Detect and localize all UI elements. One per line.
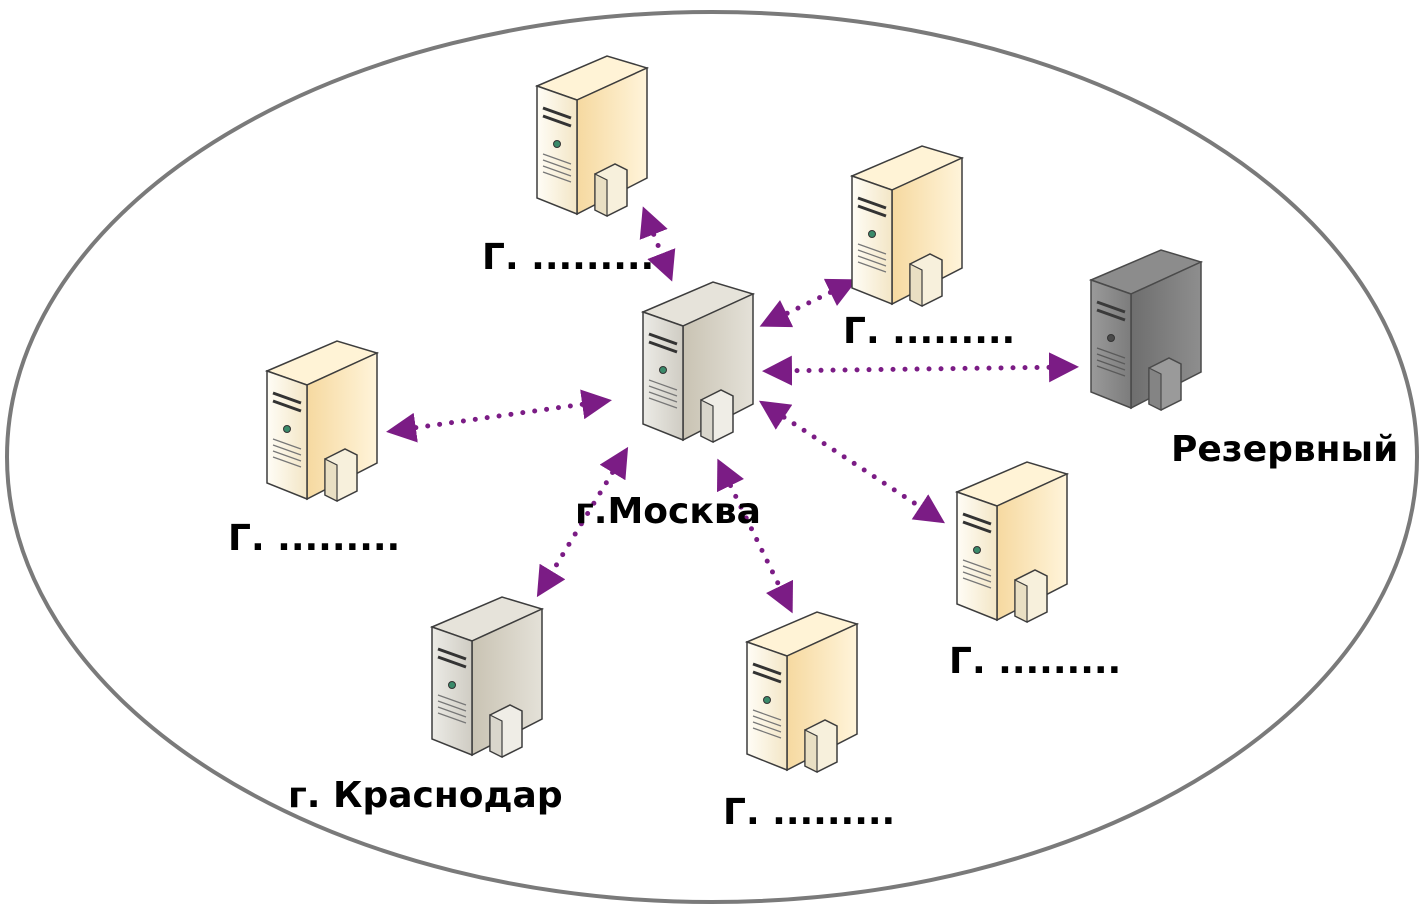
connector-left: [386, 389, 612, 443]
label-reserve: Резервный: [1171, 429, 1399, 470]
server-krasnodar-icon: [430, 595, 546, 759]
label-bottom-city: Г. .........: [723, 792, 896, 833]
connector-top: [639, 206, 676, 282]
server-bottom-icon: [745, 610, 861, 774]
label-moscow: г.Москва: [575, 491, 761, 532]
label-right-city: Г. .........: [949, 641, 1122, 682]
server-right-icon: [955, 460, 1071, 624]
label-krasnodar: г. Краснодар: [288, 775, 563, 816]
server-left-icon: [265, 339, 381, 503]
label-left-city: Г. .........: [228, 518, 401, 559]
connector-right: [758, 400, 946, 524]
connector-upper-right: [759, 278, 858, 328]
server-moscow-icon: [641, 280, 757, 444]
connector-lines: [386, 206, 1079, 614]
connector-krasnodar: [536, 446, 629, 598]
connector-bottom: [717, 458, 793, 614]
server-top-icon: [535, 54, 651, 218]
label-upper-right-city: Г. .........: [843, 311, 1016, 352]
connector-reserve: [762, 352, 1079, 386]
label-top-city: Г. .........: [482, 237, 655, 278]
server-reserve-icon: [1089, 248, 1205, 412]
server-upper-right-icon: [850, 144, 966, 308]
network-boundary-ellipse: [5, 10, 1419, 904]
